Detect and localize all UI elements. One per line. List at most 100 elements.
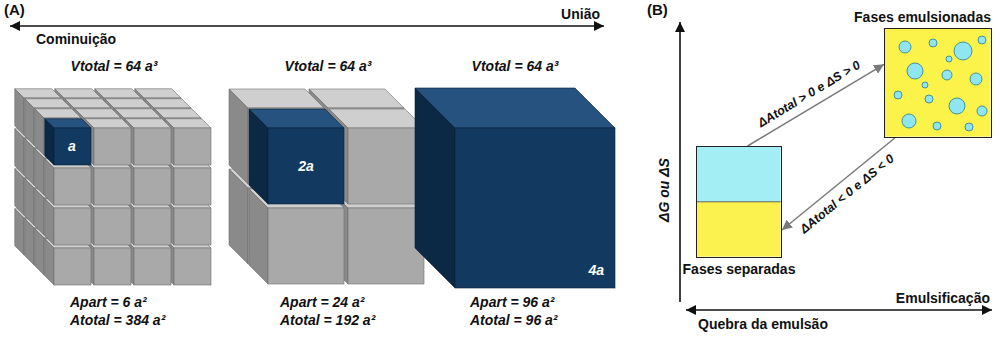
cube [125, 239, 171, 285]
cube [85, 239, 131, 285]
cube [165, 159, 211, 205]
process-arrow [782, 138, 895, 230]
volume-label: Vtotal = 64 a³ [285, 58, 372, 74]
area-label: Apart = 6 a² [70, 294, 147, 310]
cube-front-face [54, 128, 91, 165]
panel-letter: (B) [647, 2, 668, 18]
droplet [978, 36, 986, 44]
direction-label: Cominuição [36, 31, 116, 47]
edge-length-label: 2a [298, 158, 314, 174]
edge-length-label: 4a [588, 262, 604, 278]
cube-front-face [134, 168, 171, 205]
cube-front-face [174, 128, 211, 165]
droplet [965, 123, 973, 131]
cube [125, 159, 171, 205]
phase-box: Fases separadas [696, 146, 782, 258]
cube-side-face [35, 189, 44, 235]
droplet [977, 106, 987, 116]
cube-side-face [35, 109, 44, 155]
droplet [946, 56, 952, 62]
droplet [899, 41, 911, 53]
cube-side-face [249, 189, 268, 284]
cube-front-face [348, 128, 424, 204]
cube-side-face [229, 89, 248, 184]
cube-side-face [45, 159, 54, 205]
cube-side-face [35, 149, 44, 195]
volume-label: Vtotal = 64 a³ [472, 58, 559, 74]
cube-side-face [15, 169, 24, 215]
direction-label: Emulsificação [896, 290, 990, 306]
panel-letter: (A) [4, 2, 25, 18]
cube [415, 88, 615, 288]
node-heading: Fases separadas [683, 261, 796, 277]
cube-front-face [455, 128, 615, 288]
edge-label: ΔAtotal < 0 e ΔS < 0 [797, 152, 896, 237]
cube-front-face [174, 168, 211, 205]
cube-front-face [268, 208, 344, 284]
cube-side-face [45, 119, 54, 165]
droplet [970, 73, 982, 85]
cube-front-face [94, 208, 131, 245]
cube-side-face [45, 199, 54, 245]
cube-front-face [54, 248, 91, 285]
phase-interface [697, 201, 781, 202]
droplet [907, 63, 923, 79]
cube-front-face [94, 128, 131, 165]
droplet [929, 39, 937, 47]
cube [165, 199, 211, 245]
cube-side-face [25, 99, 34, 145]
area-label: Apart = 24 a² [280, 294, 364, 310]
edge-length-label: a [68, 138, 76, 154]
droplet [902, 114, 916, 128]
cube-front-face [54, 208, 91, 245]
droplet [949, 98, 965, 114]
cube-side-face [415, 88, 455, 288]
cube [249, 109, 344, 204]
area-label: Apart = 96 a² [470, 294, 554, 310]
cube-front-face [54, 168, 91, 205]
cube-side-face [25, 139, 34, 185]
cube-front-face [94, 168, 131, 205]
cube [45, 119, 91, 165]
edge-label: ΔAtotal > 0 e ΔS > 0 [755, 58, 862, 130]
volume-label: Vtotal = 64 a³ [71, 58, 158, 74]
droplet [954, 42, 972, 60]
cube [85, 199, 131, 245]
cube [45, 239, 91, 285]
cube-front-face [174, 208, 211, 245]
cube-front-face [174, 248, 211, 285]
axis-arrow [679, 22, 681, 302]
cube-front-face [268, 128, 344, 204]
cube [85, 119, 131, 165]
droplet [933, 122, 941, 130]
cube [45, 159, 91, 205]
cube-side-face [35, 229, 44, 275]
cube-front-face [348, 208, 424, 284]
area-label: Atotal = 96 a² [470, 312, 558, 328]
droplet [942, 70, 952, 80]
phase-fill [697, 147, 781, 257]
oil-phase [697, 147, 781, 202]
direction-label: União [561, 6, 600, 22]
cube-front-face [134, 208, 171, 245]
cube-front-face [94, 248, 131, 285]
direction-arrow [10, 25, 604, 27]
cube-side-face [25, 179, 34, 225]
cube-side-face [249, 109, 268, 204]
cube-side-face [15, 89, 24, 135]
cube [45, 199, 91, 245]
cube-side-face [15, 209, 24, 255]
droplet [894, 91, 902, 99]
process-arrow [748, 64, 884, 146]
area-label: Atotal = 192 a² [280, 312, 375, 328]
water-phase [697, 202, 781, 257]
phase-fill [885, 29, 991, 137]
cube-group [15, 88, 615, 288]
phase-box: Fases emulsionadas [884, 28, 992, 138]
direction-label: Quebra da emulsão [698, 316, 828, 332]
cube [165, 119, 211, 165]
